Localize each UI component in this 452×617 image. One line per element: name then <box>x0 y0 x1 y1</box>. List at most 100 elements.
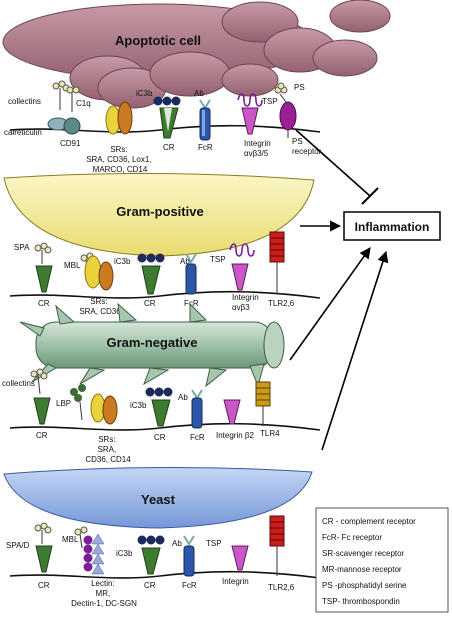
legend-box <box>315 507 449 613</box>
ps-molecule <box>274 82 288 103</box>
cd91-shape <box>63 117 81 135</box>
cr-label: CR <box>38 581 50 590</box>
activation-arrow <box>289 247 371 361</box>
ic3b-dot <box>137 535 147 545</box>
fcr-receptor <box>183 545 195 577</box>
legend-item: CR - complement receptor <box>322 517 416 526</box>
fcr-receptor <box>191 397 203 429</box>
membrane <box>9 422 321 431</box>
integrin-label: Integrin β2 <box>216 431 255 440</box>
ic3b-dot <box>162 96 172 106</box>
apoptotic-bleb <box>329 0 391 33</box>
ps-label: PS <box>294 83 305 92</box>
fcr-label: FcR <box>190 433 205 442</box>
inflammation-box <box>343 211 441 241</box>
srs-label: SRs: SRA, CD36, CD14 <box>85 435 131 464</box>
integrin-receptor <box>231 263 249 291</box>
legend-item: MR-mannose receptor <box>322 565 402 574</box>
cr-receptor <box>151 399 171 427</box>
tsp-coil <box>229 243 255 257</box>
apoptotic-bleb <box>149 51 231 97</box>
inhibition-arrow <box>295 129 371 197</box>
apoptotic-bleb <box>221 63 279 97</box>
tsp-label: TSP <box>210 255 226 264</box>
c1q-label: C1q <box>76 99 91 108</box>
tsp-coil <box>237 93 263 107</box>
antibody-icon <box>185 253 197 264</box>
gram-negative-label: Gram-negative <box>106 335 197 350</box>
collectin-molecule <box>52 80 70 110</box>
fcr-label: FcR <box>184 299 199 308</box>
cr-label: CR <box>144 299 156 308</box>
gram-positive-cell <box>3 172 315 257</box>
tsp-label: TSP <box>206 539 222 548</box>
ic3b-dot <box>146 253 156 263</box>
fcr-receptor <box>185 263 197 295</box>
cr-label: CR <box>163 143 175 152</box>
ic3b-dot <box>155 535 165 545</box>
ps-receptor <box>279 101 297 131</box>
cd91-label: CD91 <box>60 139 81 148</box>
legend: CR - complement receptor FcR- Fc recepto… <box>315 507 449 613</box>
spa-molecule <box>34 242 52 264</box>
integrin-label: Integrin <box>222 577 249 586</box>
c1q-molecule <box>66 86 80 112</box>
activation-arrow <box>321 250 389 451</box>
integrin-receptor <box>241 107 259 135</box>
mbl-molecule <box>74 526 88 549</box>
lectin-receptor <box>83 533 105 575</box>
gram-positive-label: Gram-positive <box>116 204 203 219</box>
cr-receptor <box>33 397 51 425</box>
tlr-label: TLR2,6 <box>268 583 295 592</box>
tlr-label: TLR4 <box>260 429 280 438</box>
legend-item: PS -phosphatidyl serine <box>322 581 407 590</box>
ab-label: Ab <box>180 257 190 266</box>
fcr-label: FcR <box>182 581 197 590</box>
cr-receptor <box>35 265 53 293</box>
ic3b-dot <box>154 387 164 397</box>
antibody-icon <box>183 535 195 546</box>
ab-label: Ab <box>172 539 182 548</box>
cr-label: CR <box>144 581 156 590</box>
ic3b-dot <box>145 387 155 397</box>
spad-molecule <box>34 522 52 544</box>
cr-receptor <box>35 545 53 573</box>
antibody-icon <box>191 389 203 400</box>
ic3b-label: iC3b <box>114 257 131 266</box>
calreticulin-label: calreticulin <box>4 128 42 137</box>
ic3b-dot <box>137 253 147 263</box>
panel-apoptotic: Apoptotic cell collectins C1q calreticul… <box>2 0 391 174</box>
integrin-label: Integrin αvβ3 <box>232 293 261 312</box>
legend-item: FcR- Fc receptor <box>322 533 382 542</box>
panel-gram-negative: Gram-negative collectins CR LBP SRs: SRA… <box>2 302 321 464</box>
fcr-label: FcR <box>198 143 213 152</box>
ab-label: Ab <box>178 393 188 402</box>
inhibition-bar <box>361 187 379 205</box>
membrane <box>9 290 321 299</box>
tlr-label: TLR2,6 <box>268 299 295 308</box>
ic3b-dot <box>171 96 181 106</box>
cr-receptor <box>141 547 161 575</box>
collectins-label: collectins <box>2 379 35 388</box>
integrin-receptor <box>223 399 241 425</box>
gram-negative-cap <box>263 321 285 369</box>
inflammation-label: Inflammation <box>355 220 430 234</box>
ic3b-dot <box>146 535 156 545</box>
ic3b-dot <box>155 253 165 263</box>
srs-label: SRs: SRA, CD36, Lox1, MARCO, CD14 <box>86 145 154 174</box>
spa-label: SPA <box>14 243 30 252</box>
sr-orange-shape <box>117 101 133 135</box>
sr-orange-shape <box>102 395 118 425</box>
cr-label: CR <box>38 299 50 308</box>
panel-gram-positive: Gram-positive SPA CR MBL SRs: SRA, CD36 … <box>3 172 321 316</box>
integrin-receptor <box>231 545 249 571</box>
membrane <box>9 570 321 579</box>
sr-orange-shape <box>98 261 114 291</box>
cr-label: CR <box>36 431 48 440</box>
lbp-molecule <box>70 384 86 421</box>
collectin-molecule <box>30 368 48 395</box>
mbl-label: MBL <box>62 535 79 544</box>
integrin-label: Integrin αvβ3/5 <box>244 139 273 158</box>
yeast-label: Yeast <box>141 492 176 507</box>
